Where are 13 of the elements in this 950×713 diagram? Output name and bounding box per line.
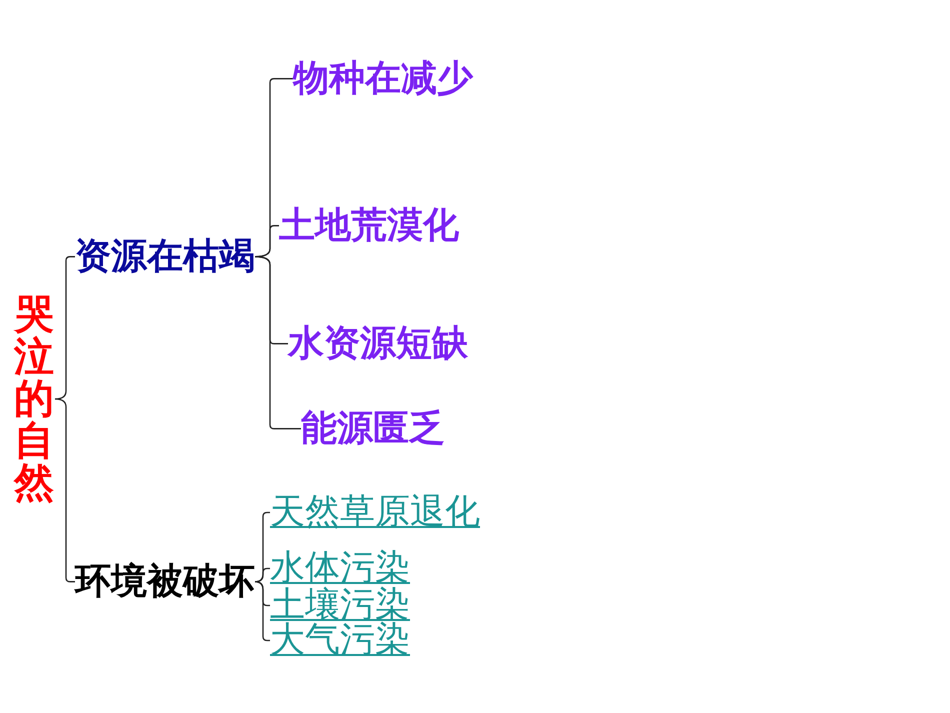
subtopic: 土地荒漠化 [279, 205, 459, 246]
subtopic-link: 水体污染 [270, 551, 410, 586]
subtopic-link: 土壤污染 [270, 588, 410, 623]
subtopic: 能源匮乏 [301, 408, 445, 450]
brace-connector [254, 568, 270, 582]
main-topic: 哭泣的自然 [13, 294, 55, 504]
branch-topic: 资源在枯竭 [75, 236, 255, 278]
subtopic-link: 大气污染 [270, 623, 410, 658]
branch-topic: 环境被破坏 [75, 561, 255, 602]
subtopic-link: 天然草原退化 [270, 495, 480, 530]
subtopic: 物种在减少 [293, 58, 473, 100]
brace-connector [254, 256, 301, 430]
subtopic: 水资源短缺 [288, 323, 468, 364]
